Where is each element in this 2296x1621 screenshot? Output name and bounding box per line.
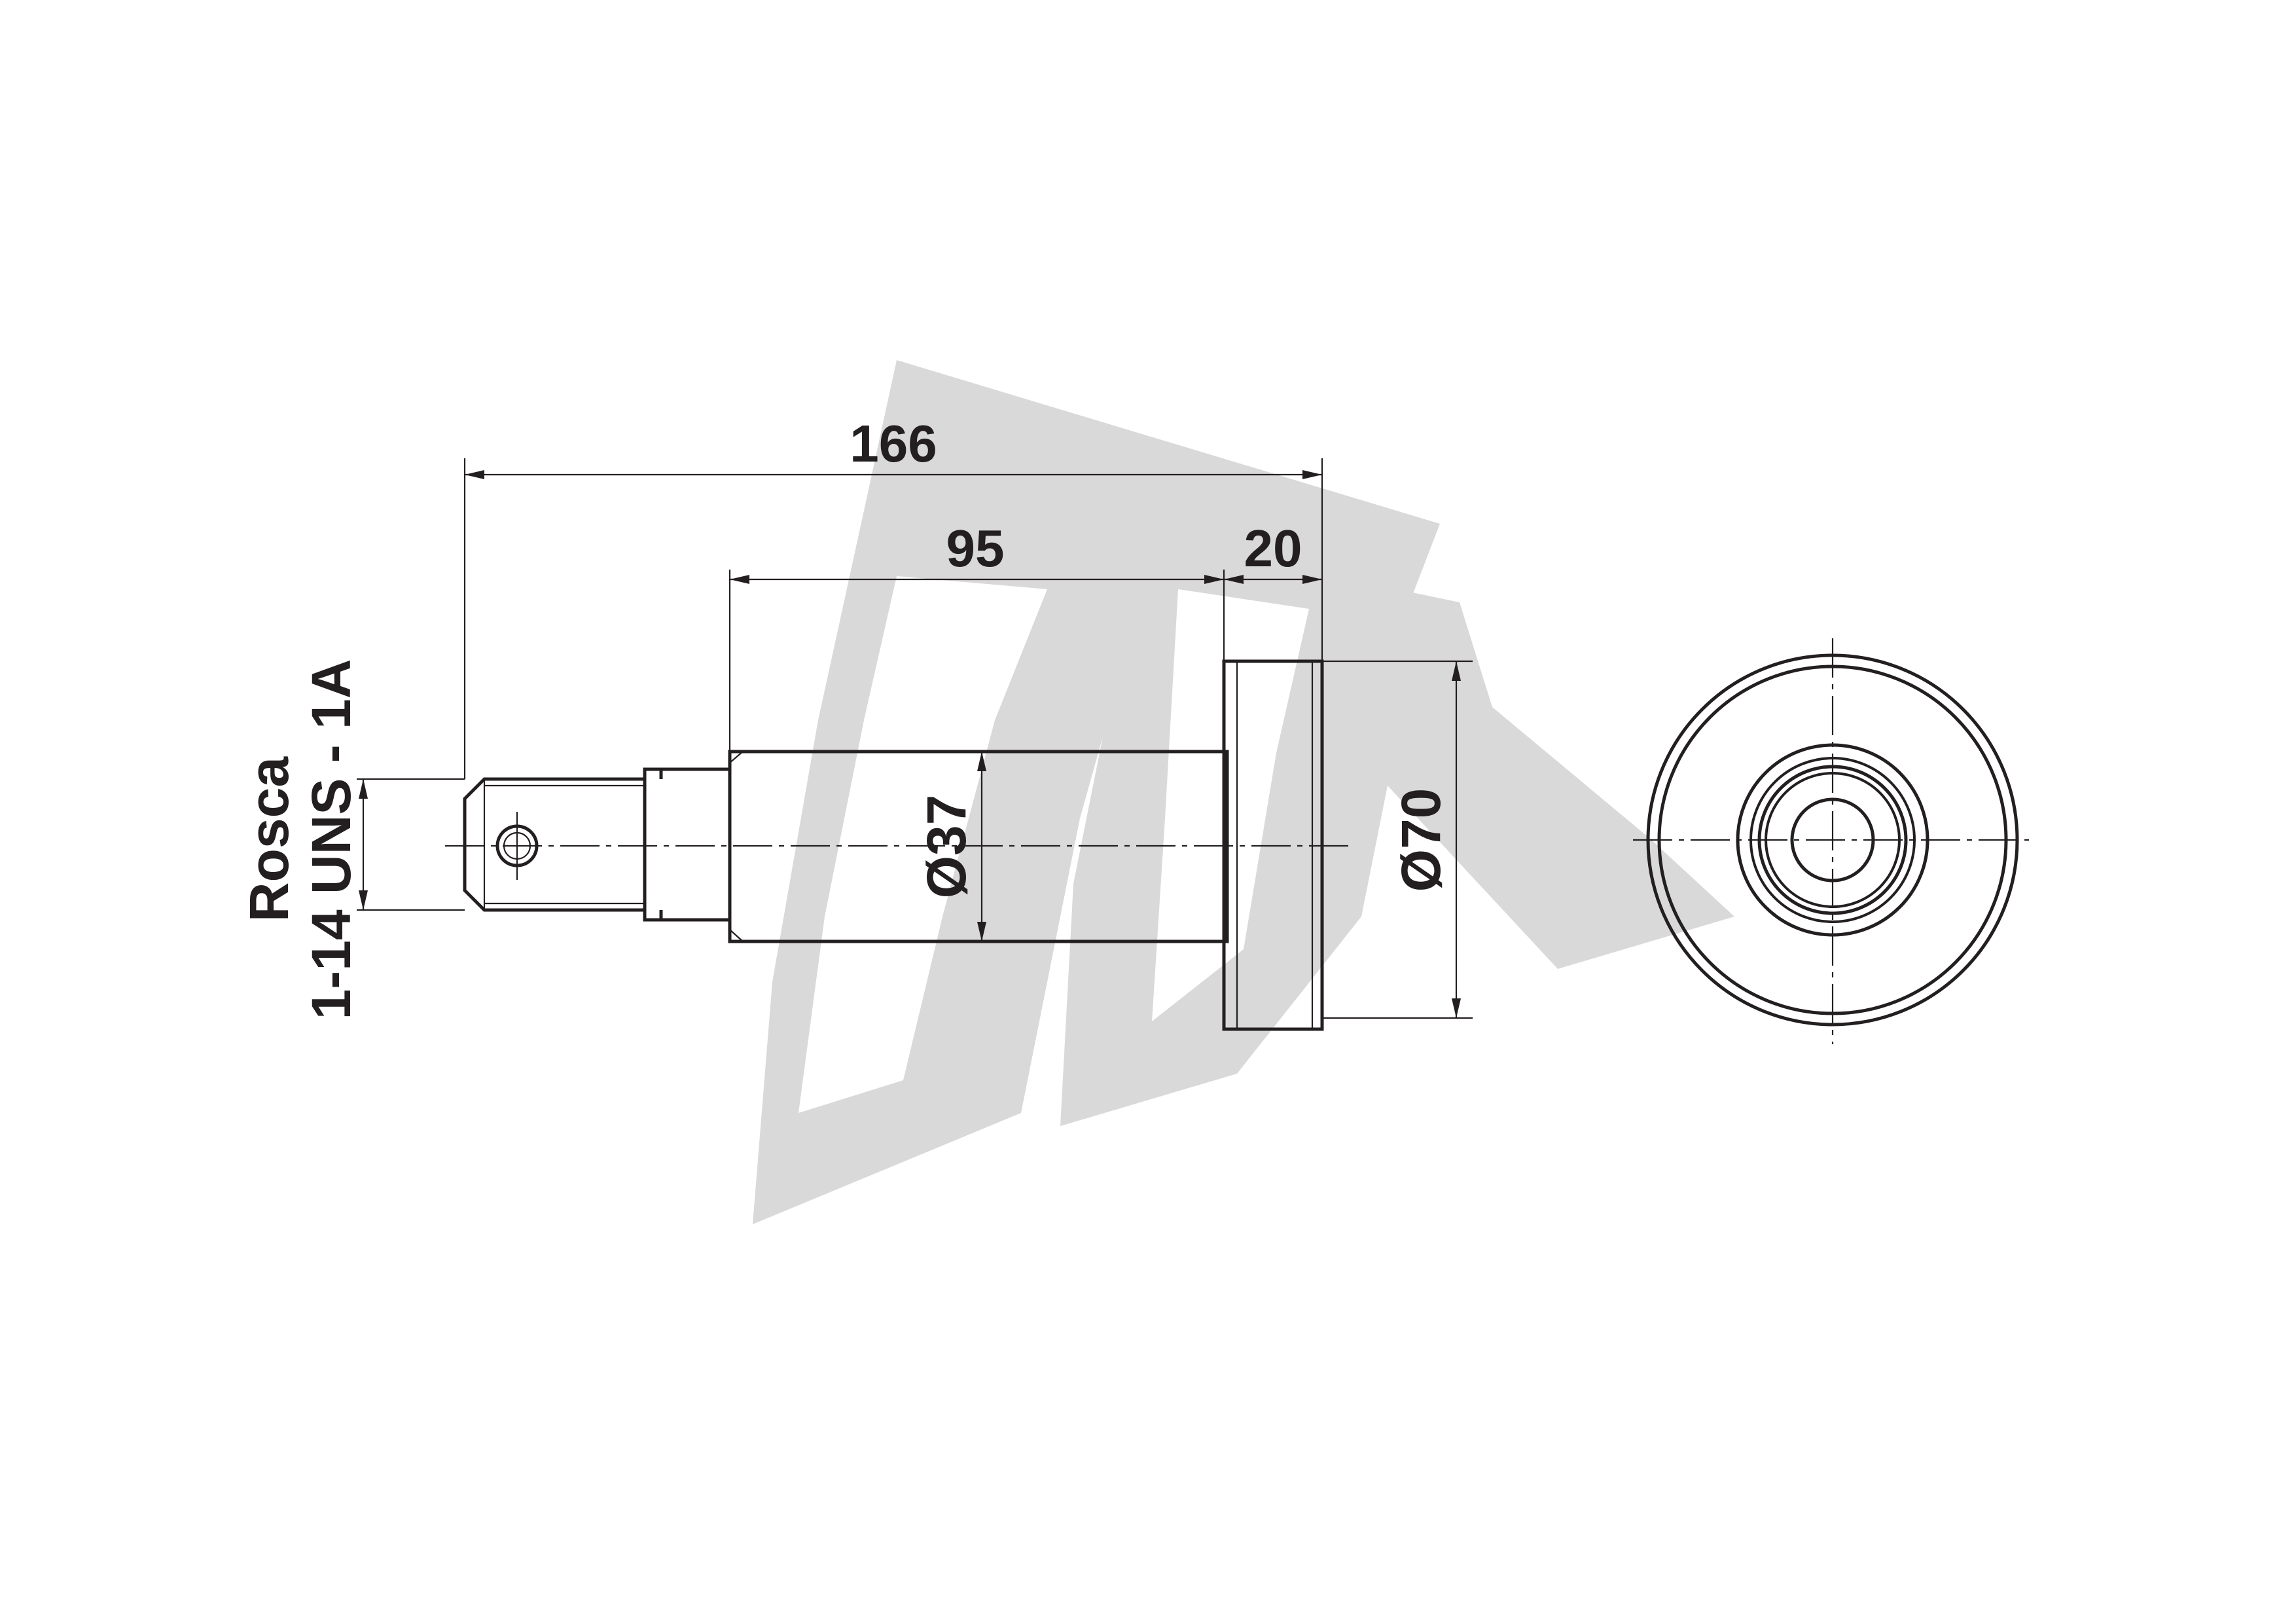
arrow-thread-top bbox=[359, 779, 368, 799]
thread-note-line1: Rosca bbox=[238, 756, 300, 922]
label-flange-diameter: Ø70 bbox=[1390, 788, 1452, 892]
label-overall-length: 166 bbox=[850, 414, 937, 473]
end-view-thread-outer bbox=[1757, 765, 1908, 915]
threaded-end bbox=[463, 777, 647, 912]
watermark-right-inner-cut bbox=[1152, 589, 1309, 1021]
watermark-left-inner-cut bbox=[798, 576, 1047, 1113]
side-view bbox=[445, 659, 1348, 1031]
arrow-166-left bbox=[465, 470, 484, 479]
end-view-neck bbox=[1749, 757, 1916, 923]
arrow-95-right bbox=[1204, 575, 1224, 584]
arrow-37-top bbox=[977, 752, 986, 771]
arrow-20-right bbox=[1302, 575, 1322, 584]
arrow-70-top bbox=[1452, 661, 1461, 681]
arrow-20-left bbox=[1224, 575, 1244, 584]
end-view-shaft bbox=[1736, 743, 1929, 937]
main-shaft bbox=[728, 750, 1229, 943]
arrow-thread-bottom bbox=[359, 890, 368, 910]
thread-note-line2: 1-14 UNS - 1A bbox=[300, 659, 362, 1020]
dimension-lines bbox=[357, 458, 1473, 1019]
shaft-chamfer-bottom bbox=[729, 929, 744, 942]
dimension-labels: 166 95 20 Ø37 Ø70 Rosca 1-14 UNS - 1A bbox=[238, 414, 1452, 1019]
arrow-166-right bbox=[1302, 470, 1322, 479]
arrow-37-bottom bbox=[977, 922, 986, 941]
arrow-70-bottom bbox=[1452, 998, 1461, 1018]
end-view-flange-outer bbox=[1646, 653, 2019, 1027]
end-view bbox=[1633, 638, 2029, 1044]
end-view-bore bbox=[1790, 797, 1875, 883]
label-flange-width: 20 bbox=[1244, 519, 1302, 577]
watermark-logo bbox=[753, 360, 1734, 1224]
shaft-chamfer-top bbox=[729, 751, 744, 763]
end-view-thread-inner bbox=[1765, 772, 1901, 908]
label-shaft-diameter: Ø37 bbox=[916, 795, 977, 899]
neck bbox=[643, 767, 732, 922]
label-shaft-length: 95 bbox=[946, 519, 1005, 577]
end-view-flange-chamfer bbox=[1657, 665, 2008, 1015]
watermark-left-swoosh bbox=[753, 360, 1440, 1224]
arrow-95-left bbox=[730, 575, 749, 584]
